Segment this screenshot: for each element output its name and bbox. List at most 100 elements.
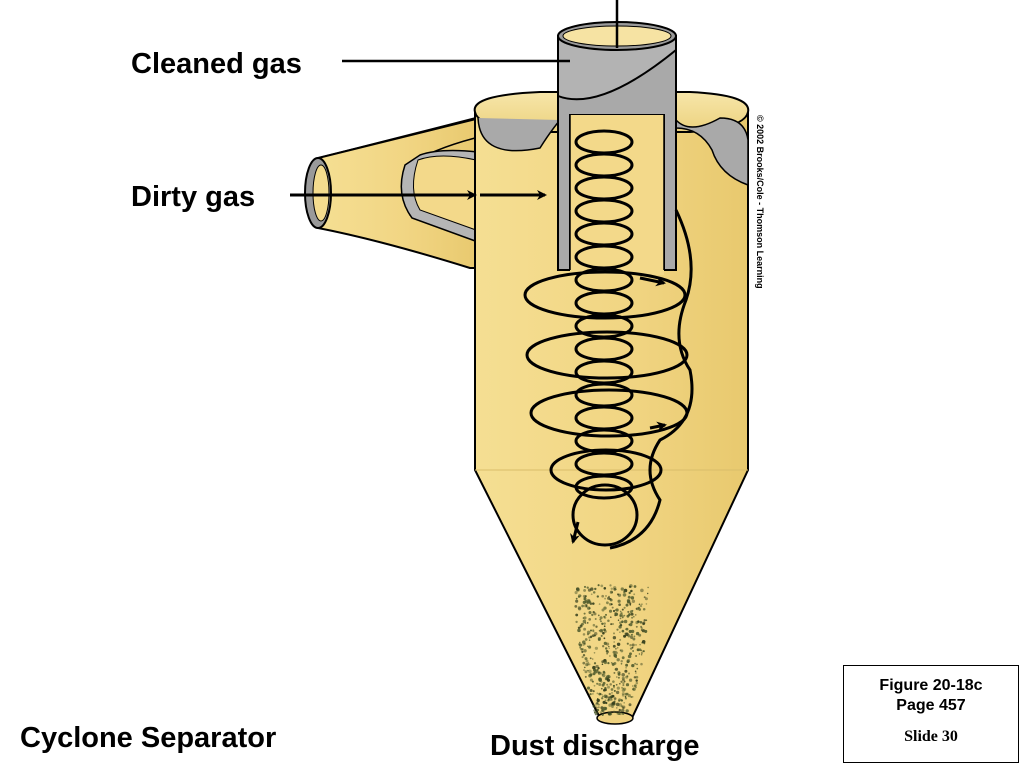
dust-particle: [588, 639, 591, 641]
cyclone-body: [473, 91, 750, 725]
dust-particle: [603, 622, 606, 625]
dust-particle: [584, 600, 588, 603]
dust-particle: [615, 683, 618, 686]
dust-particle: [599, 628, 604, 633]
dust-particle: [607, 619, 610, 623]
dust-particle: [646, 592, 649, 595]
dust-particle: [611, 704, 614, 706]
dust-particle: [601, 713, 604, 716]
dust-particle: [601, 683, 605, 687]
dust-particle: [635, 644, 637, 646]
dust-particle: [625, 632, 629, 637]
dust-particle: [615, 702, 620, 707]
dust-particle: [620, 587, 624, 591]
dust-particle: [619, 614, 622, 618]
dust-particle: [604, 597, 607, 600]
dust-particle: [611, 694, 615, 698]
dust-particle: [596, 682, 599, 685]
dust-particle: [593, 709, 596, 712]
dust-particle: [609, 598, 613, 602]
dust-particle: [616, 676, 618, 678]
dust-particle: [619, 638, 622, 641]
copyright-text: © 2002 Brooks/Cole - Thomson Learning: [755, 115, 765, 289]
dust-particle: [590, 636, 592, 639]
dust-particle: [629, 644, 632, 647]
dust-particle: [639, 643, 641, 646]
dust-particle: [593, 651, 596, 654]
dust-particle: [588, 618, 592, 621]
dust-particle: [630, 696, 633, 698]
outer-vortex-loop: [523, 270, 687, 320]
dust-particle: [610, 616, 612, 618]
dust-particle: [579, 641, 581, 644]
dust-particle: [631, 643, 635, 647]
dust-particle: [600, 706, 604, 710]
inlet-duct: [304, 116, 481, 269]
dust-particle: [628, 585, 632, 589]
dust-particle: [619, 621, 622, 624]
dust-particle: [635, 625, 638, 628]
dust-particle: [618, 603, 621, 607]
dust-particle: [601, 622, 604, 626]
dust-particle: [617, 619, 620, 621]
dust-particle: [603, 625, 606, 628]
dust-particle: [620, 680, 623, 683]
figure-number: Figure 20-18c: [879, 677, 983, 694]
dust-particle: [614, 668, 617, 671]
dust-particle: [594, 646, 599, 650]
dust-particle: [597, 638, 601, 641]
dust-particle: [632, 637, 636, 641]
dust-particle: [638, 608, 642, 611]
vortex-arrow-lower: [570, 521, 580, 544]
dust-particle: [602, 631, 605, 635]
dust-particle: [618, 671, 621, 674]
dust-particle: [581, 604, 584, 608]
dust-particle: [612, 609, 616, 613]
dust-particle: [626, 675, 629, 678]
dust-particle: [603, 660, 608, 665]
dust-particle: [618, 625, 622, 629]
dust-particle: [622, 687, 625, 690]
dust-particle: [632, 687, 636, 691]
dust-particle: [593, 612, 597, 616]
dust-particle: [630, 596, 635, 600]
dust-particle: [642, 650, 645, 653]
dust-particle: [613, 686, 615, 689]
dust-particle: [645, 619, 648, 622]
dust-particle: [640, 662, 643, 666]
dust-particle: [632, 650, 634, 652]
dust-particle: [628, 629, 632, 634]
dust-particle: [633, 635, 636, 638]
dust-particle: [608, 692, 611, 696]
dust-particle: [582, 633, 586, 636]
dust-particle: [610, 688, 614, 691]
dust-particle: [623, 634, 627, 638]
dust-particle: [640, 588, 644, 593]
dust-particle: [635, 679, 638, 682]
dust-particle: [616, 593, 620, 596]
dust-particle: [585, 603, 588, 607]
dust-particle: [621, 712, 625, 716]
dust-particle: [630, 612, 634, 616]
dust-particle: [626, 599, 631, 603]
dust-particle: [614, 650, 618, 654]
dust-particle: [603, 712, 605, 714]
dust-particle: [638, 603, 641, 606]
dust-particle: [593, 631, 598, 636]
dust-particle: [585, 663, 589, 667]
dust-particle: [635, 655, 638, 657]
dust-particle: [587, 588, 592, 592]
dust-particle: [645, 603, 648, 605]
dust-particle: [595, 625, 598, 628]
dust-particle: [601, 693, 603, 696]
dust-particle: [582, 661, 586, 665]
dust-particle: [621, 629, 625, 633]
dust-particle: [629, 622, 633, 627]
dust-particle: [616, 658, 620, 662]
dust-particle: [597, 584, 600, 587]
dust-particle: [592, 591, 596, 594]
dust-particle: [598, 683, 602, 686]
dust-particle: [628, 703, 632, 707]
dust-particle: [587, 669, 589, 672]
dust-particle: [596, 670, 599, 673]
